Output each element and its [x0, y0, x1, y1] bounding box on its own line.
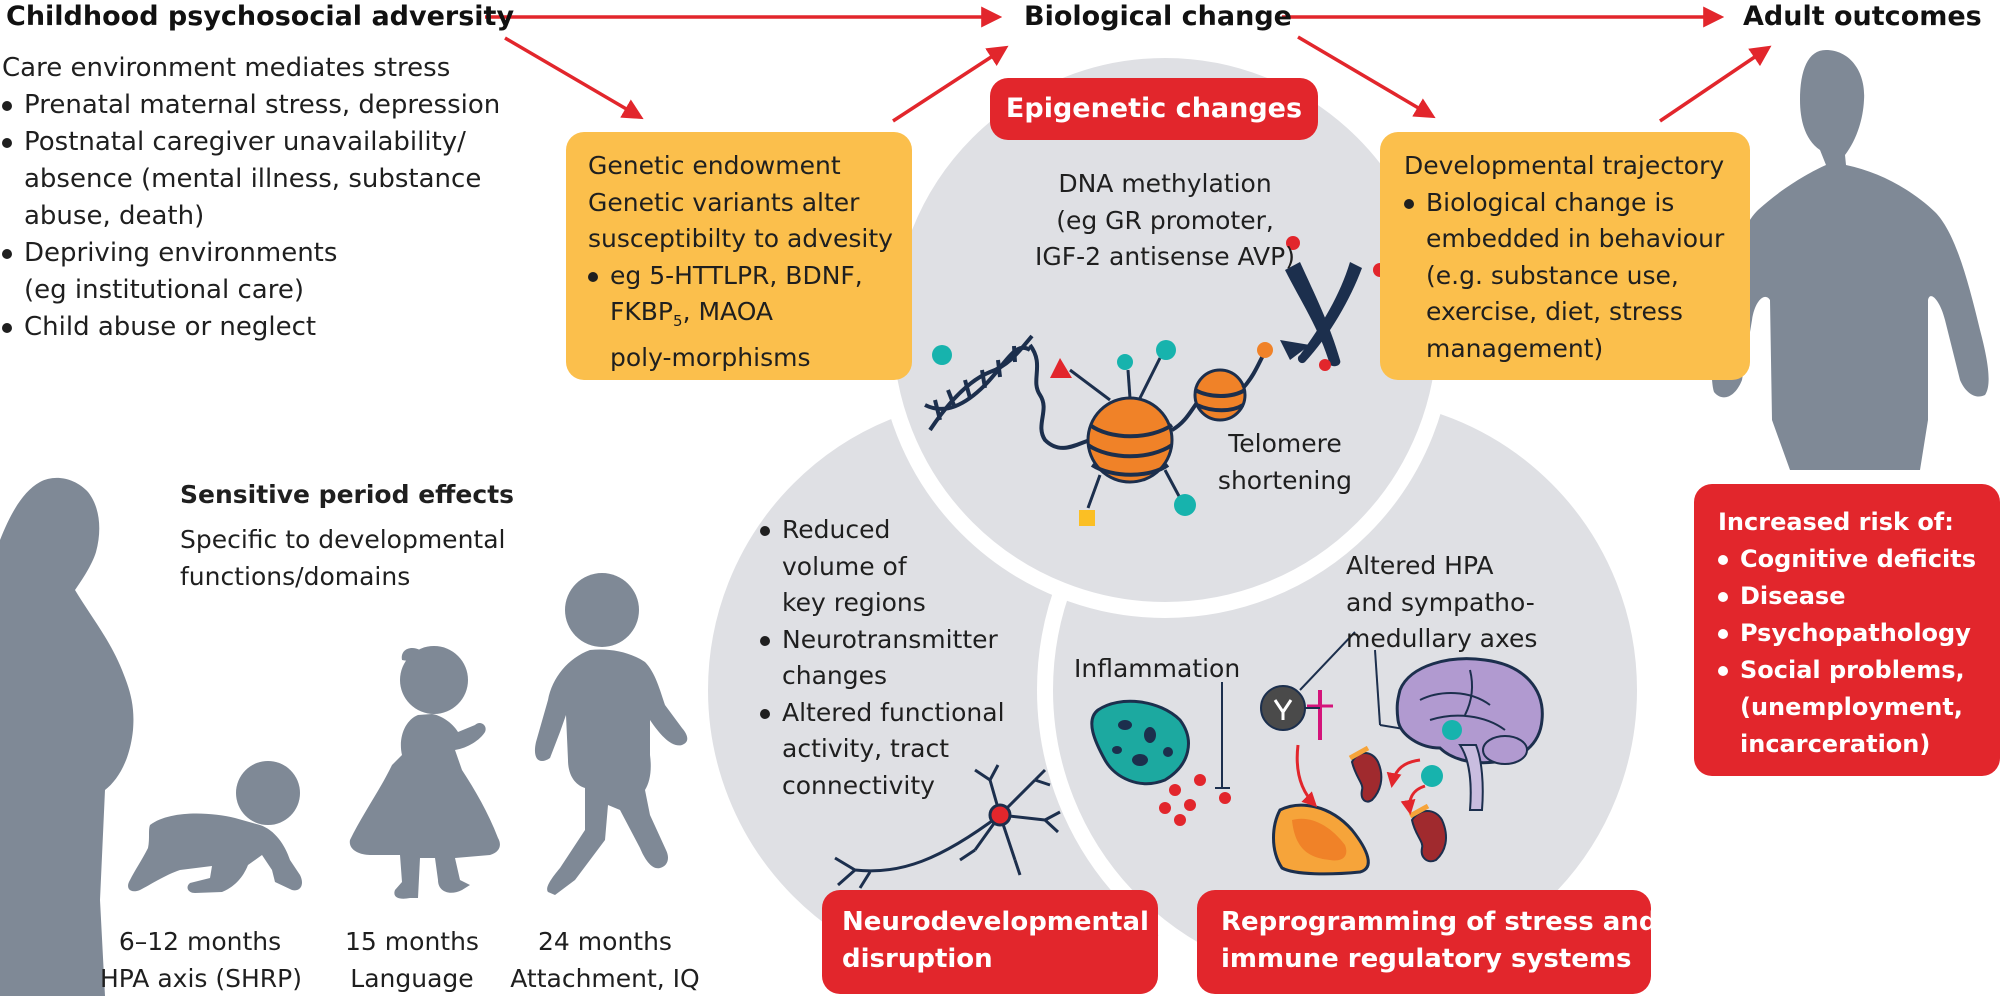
adversity-item: Child abuse or neglect: [2, 309, 482, 346]
age-caption: 15 months Language: [345, 927, 479, 993]
crawling-baby-silhouette-icon: [128, 761, 303, 893]
adversity-item: Prenatal maternal stress, depression: [2, 87, 500, 124]
dna-helix-icon: [924, 334, 1091, 450]
genetic-endowment-box: Genetic endowment Genetic variants alter…: [566, 132, 912, 380]
neuro-item: Altered functional activity, tract conne…: [760, 695, 1060, 805]
age-caption: 24 months Attachment, IQ: [510, 927, 700, 993]
increased-risk-box: Increased risk of: Cognitive deficits Di…: [1694, 484, 2000, 776]
age-caption: 6–12 months HPA axis (SHRP): [100, 927, 302, 993]
header-adversity: Childhood psychosocial adversity: [6, 1, 515, 32]
brain-icon: [1395, 657, 1544, 811]
adult-silhouette-icon: [1711, 50, 1989, 470]
risk-item: Cognitive deficits: [1718, 541, 2000, 578]
adversity-item: Depriving environments (eg institutional…: [2, 235, 482, 309]
hpa-axes-text: Altered HPA and sympatho- medullary axes: [1346, 551, 1538, 653]
sensitive-period-title: Sensitive period effects: [180, 480, 515, 509]
genetic-variants-bullet: eg 5-HTTLPR, BDNF, FKBP5, MAOA poly-morp…: [588, 258, 902, 377]
telomere-text: Telomere shortening: [1217, 429, 1353, 495]
risk-item: Disease: [1718, 578, 2000, 615]
adrenal-gland-icon: [1272, 803, 1370, 876]
dna-methylation-text: DNA methylation (eg GR promoter, IGF-2 a…: [1035, 169, 1295, 271]
neuro-effects-list: Reduced volume of key regions Neurotrans…: [760, 512, 1060, 804]
hpa-leader: [1299, 631, 1356, 691]
header-biological-change: Biological change: [1024, 1, 1292, 32]
stress-arrows: [1295, 744, 1426, 815]
arrow-biological-to-developmental: [1297, 35, 1436, 119]
risk-item: Psychopathology: [1718, 615, 2000, 652]
inflammation-label: Inflammation: [1074, 654, 1241, 683]
reprogramming-label: Reprogramming of stress and immune regul…: [1197, 890, 1657, 994]
nucleosome-icon: [932, 340, 1273, 526]
neuro-item: Neurotransmitter changes: [760, 622, 1060, 695]
adversity-item: Postnatal caregiver unavailability/ abse…: [2, 124, 482, 235]
immune-cell-icon: [1090, 699, 1231, 826]
risk-title: Increased risk of:: [1718, 508, 1954, 536]
kidney-icon: [1348, 745, 1447, 863]
arrow-adversity-to-genetic: [504, 36, 644, 120]
pregnant-woman-silhouette-icon: [0, 477, 134, 996]
risk-item: Social problems, (unemployment, incarcer…: [1718, 652, 2000, 763]
spinal-cord-icon: [1260, 685, 1333, 740]
neurodevelopmental-disruption-label: Neurodevelopmental disruption: [822, 890, 1158, 994]
adversity-list: Care environment mediates stress Prenata…: [2, 50, 500, 346]
genetic-title: Genetic endowment: [588, 151, 841, 180]
chromosome-icon: [1280, 236, 1387, 371]
epigenetic-changes-label: Epigenetic changes: [990, 78, 1318, 140]
adversity-intro: Care environment mediates stress: [2, 53, 451, 83]
arrow-developmental-to-adult: [1659, 45, 1772, 123]
developmental-bullet: Biological change is embedded in behavio…: [1404, 185, 1740, 368]
arrow-genetic-to-biological: [892, 45, 1009, 123]
toddler-silhouette-icon: [349, 646, 500, 899]
developmental-title: Developmental trajectory: [1404, 151, 1725, 180]
walking-child-silhouette-icon: [534, 573, 688, 895]
flow-arrows: [485, 6, 1772, 123]
header-adult-outcomes: Adult outcomes: [1743, 1, 1982, 32]
neuro-item: Reduced volume of key regions: [760, 512, 1060, 622]
neuron-icon: [834, 764, 1061, 889]
sensitive-period-desc: Specific to developmental functions/doma…: [180, 525, 506, 591]
developmental-trajectory-box: Developmental trajectory Biological chan…: [1380, 132, 1750, 380]
